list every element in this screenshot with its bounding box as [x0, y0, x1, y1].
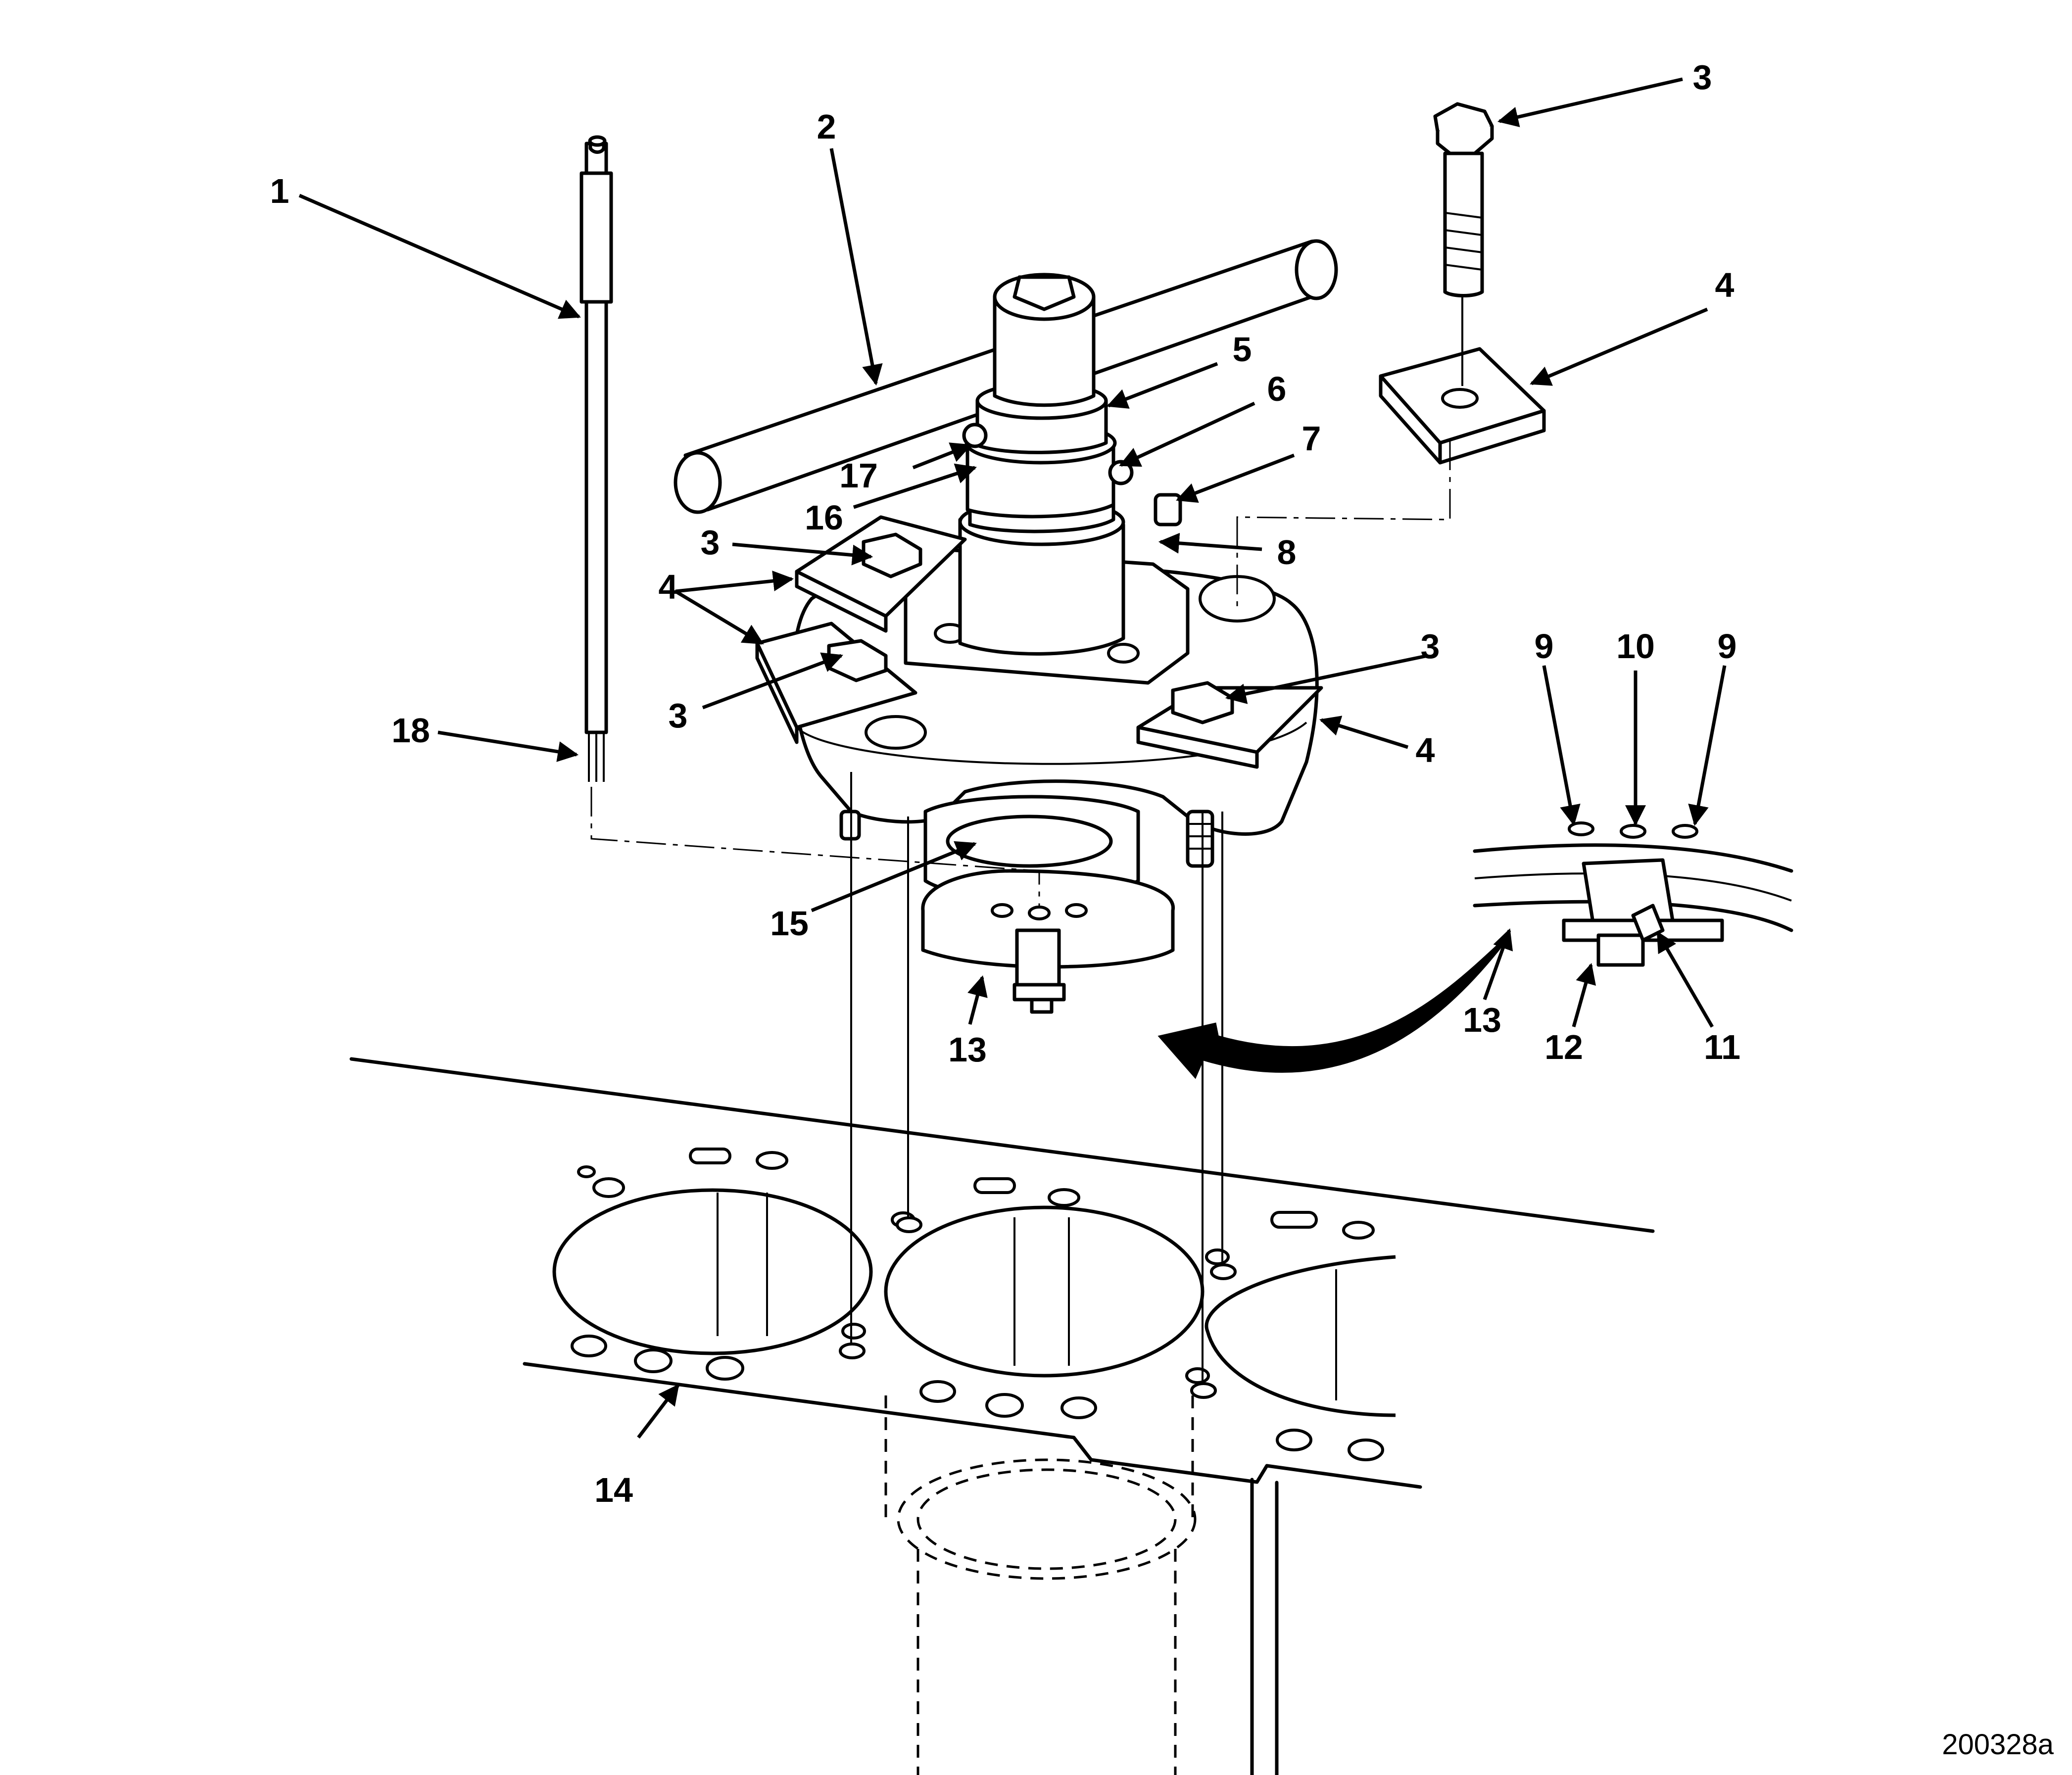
callout-3-rear: 3 — [701, 523, 720, 562]
callout-13-main: 13 — [948, 1030, 987, 1069]
callout-11: 11 — [1704, 1028, 1740, 1066]
clamp-assembly-left — [755, 622, 917, 744]
cylinder-block-deck — [349, 1057, 1655, 1775]
clamp-assembly-right — [1136, 681, 1323, 769]
callout-labels: 1 2 3 4 5 6 7 8 17 16 3 4 3 3 4 18 15 13… — [270, 58, 2054, 1761]
callout-3-loose-bolt: 3 — [1693, 58, 1712, 96]
callout-14: 14 — [594, 1471, 633, 1509]
callout-17: 17 — [839, 456, 878, 495]
loose-bolt — [1433, 102, 1494, 297]
callout-15: 15 — [770, 904, 809, 943]
callout-2: 2 — [817, 107, 836, 146]
callout-10: 10 — [1616, 627, 1655, 666]
callout-leaders — [298, 77, 1727, 1439]
callout-3-right: 3 — [1421, 627, 1440, 666]
callout-4-loose-plate: 4 — [1715, 266, 1735, 304]
callout-9-left: 9 — [1535, 627, 1554, 666]
callout-9-right: 9 — [1718, 627, 1737, 666]
callout-18: 18 — [391, 711, 430, 750]
callout-1: 1 — [270, 172, 289, 210]
callout-8: 8 — [1277, 533, 1297, 572]
lock-screws — [962, 423, 1182, 527]
figure-id-label: 200328a — [1942, 1728, 2054, 1761]
callout-4-right: 4 — [1416, 731, 1435, 769]
callout-7: 7 — [1302, 419, 1321, 458]
cutter-detail-view — [1157, 821, 1793, 1079]
reamer-cutter-head — [921, 795, 1175, 1014]
callout-4-left: 4 — [659, 568, 678, 606]
callout-5: 5 — [1233, 330, 1252, 369]
loose-clamp-plate — [1379, 347, 1546, 465]
tool-spindle-head — [993, 273, 1096, 407]
alignment-pin — [579, 135, 613, 782]
callout-6: 6 — [1267, 370, 1287, 408]
callout-16: 16 — [805, 498, 843, 537]
callout-3-left: 3 — [669, 696, 688, 735]
callout-13-detail: 13 — [1463, 1001, 1501, 1039]
callout-12: 12 — [1544, 1028, 1583, 1066]
clamp-assembly-rear — [795, 515, 967, 633]
